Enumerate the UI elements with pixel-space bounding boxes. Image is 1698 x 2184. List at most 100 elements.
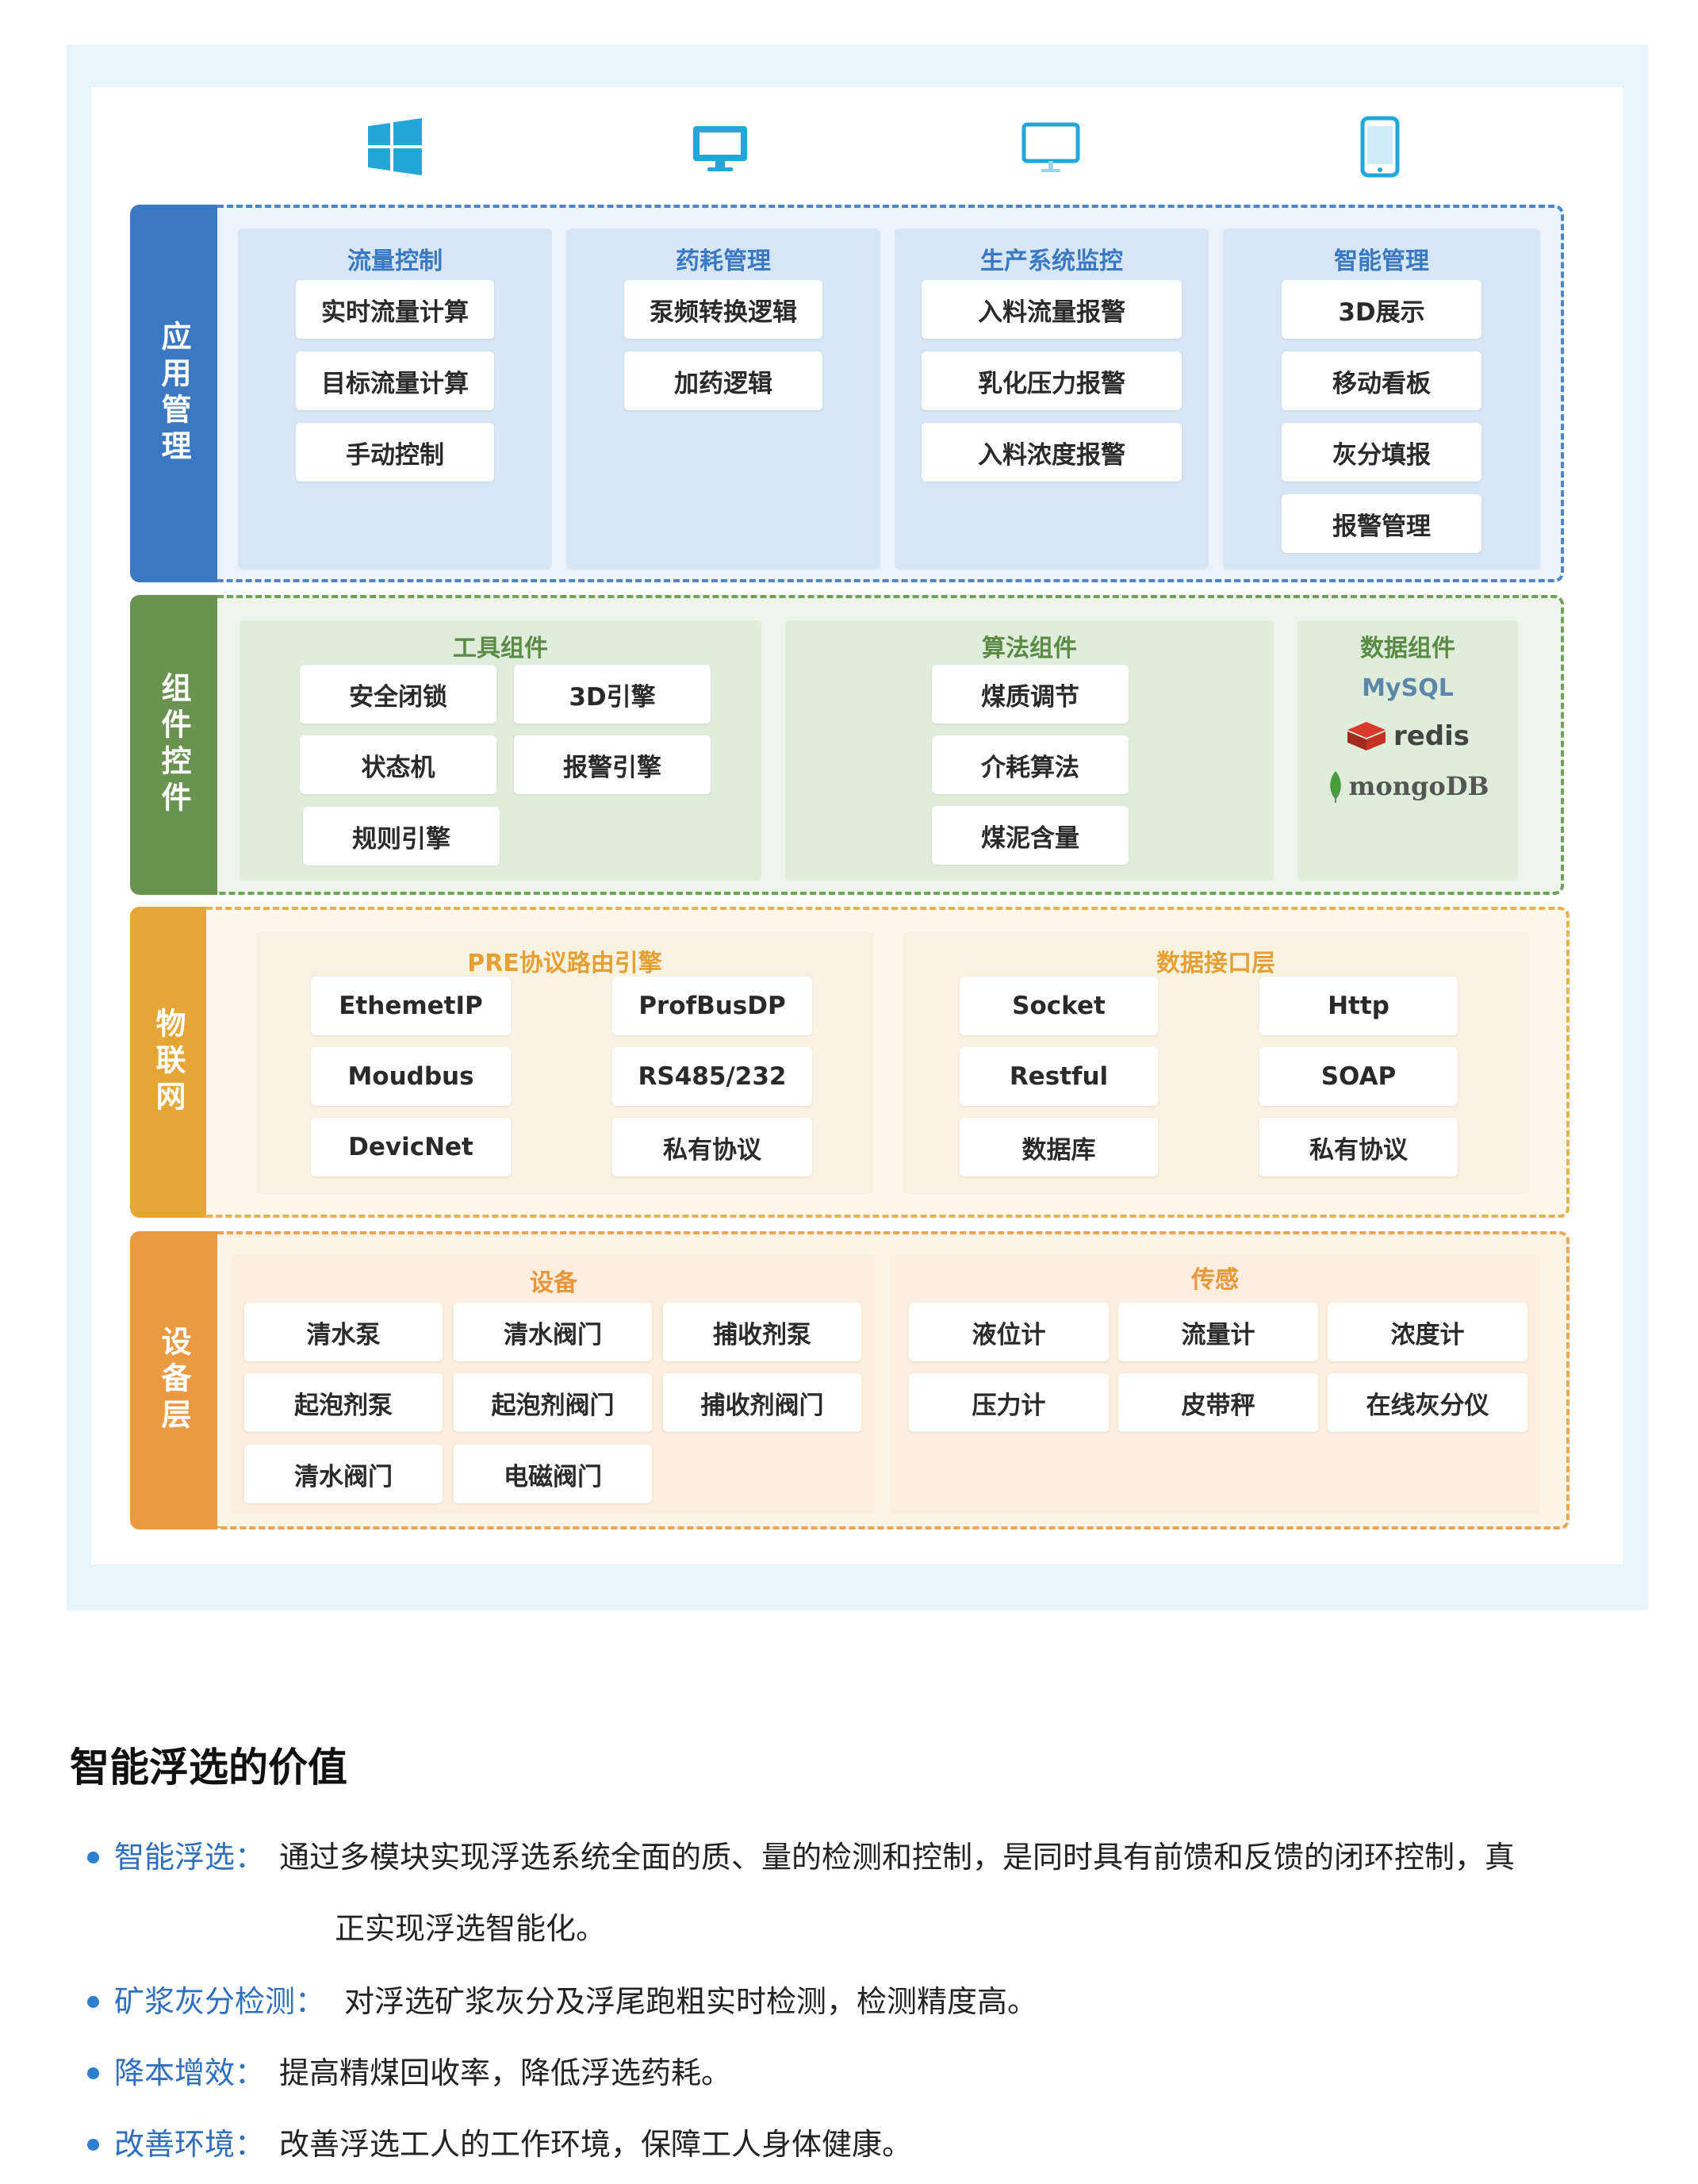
- panel-title: 数据组件: [1360, 635, 1455, 662]
- display-screen-icon: [1019, 115, 1083, 178]
- panel-title: 智能管理: [1334, 248, 1429, 275]
- chip-item: 规则引擎: [303, 807, 500, 866]
- chip-item: 起泡剂阀门: [454, 1373, 652, 1432]
- chip-item: 煤泥含量: [932, 806, 1129, 865]
- chip-item: 液位计: [909, 1303, 1109, 1361]
- redis-logo-text: redis: [1393, 720, 1470, 752]
- chip-item: 私有协议: [1259, 1118, 1458, 1176]
- panel-title: 数据接口层: [1156, 950, 1275, 977]
- layer-label-iot: 物联网: [130, 907, 206, 1218]
- chip-item: 清水泵: [244, 1303, 443, 1361]
- panel-data-interface: 数据接口层 Socket Http Restful SOAP 数据库 私有协议: [903, 932, 1529, 1194]
- bullet-desc: 提高精煤回收率，降低浮选药耗。: [279, 2055, 732, 2090]
- panel-sensors: 传感 液位计 流量计 浓度计 压力计 皮带秤 在线灰分仪: [890, 1255, 1540, 1514]
- layer-application-management: 应用管理 流量控制 实时流量计算 目标流量计算 手动控制 药耗管理 泵频转换逻辑…: [130, 205, 1564, 582]
- bullet-term: 智能浮选：: [114, 1840, 266, 1875]
- section-title: 智能浮选的价值: [70, 1745, 347, 1791]
- panel-title: 工具组件: [453, 635, 548, 662]
- chip-item: 介耗算法: [932, 735, 1129, 794]
- panel-title: 传感: [1191, 1266, 1239, 1294]
- bullet-term: 矿浆灰分检测：: [114, 1984, 326, 2019]
- chip-item: 报警引擎: [514, 735, 711, 794]
- redis-cube-icon: [1347, 722, 1386, 750]
- chip-item: 手动控制: [296, 423, 494, 482]
- chip-item: Http: [1259, 977, 1458, 1035]
- chip-item: 在线灰分仪: [1328, 1373, 1527, 1432]
- panel-title: 设备: [530, 1269, 577, 1297]
- panel-production-monitoring: 生产系统监控 入料流量报警 乳化压力报警 入料浓度报警: [895, 228, 1209, 570]
- chip-item: 目标流量计算: [296, 351, 494, 410]
- layer-label-comp: 组件控件: [130, 595, 217, 895]
- bullet-dot: [87, 2067, 99, 2079]
- panel-data-components: 数据组件 MySQL redis mongoDB: [1297, 620, 1518, 881]
- panel-title: 药耗管理: [676, 248, 771, 275]
- bullet-dot: [87, 1996, 99, 2008]
- chip-item: 移动看板: [1282, 351, 1481, 410]
- chip-item: 3D引擎: [514, 665, 711, 724]
- chip-item: 皮带秤: [1118, 1373, 1318, 1432]
- bullet-desc: 改善浮选工人的工作环境，保障工人身体健康。: [279, 2127, 913, 2162]
- chip-item: 泵频转换逻辑: [624, 280, 822, 339]
- chip-item: 加药逻辑: [624, 351, 822, 410]
- layer-label-dev: 设备层: [130, 1231, 217, 1530]
- chip-item: 流量计: [1118, 1303, 1318, 1361]
- panel-title: PRE协议路由引擎: [467, 950, 662, 977]
- mongodb-leaf-icon: [1329, 771, 1341, 803]
- mysql-logo-text: MySQL: [1362, 674, 1454, 702]
- chip-item: 报警管理: [1282, 494, 1481, 553]
- chip-item: 电磁阀门: [454, 1445, 652, 1503]
- bullet-term: 降本增效：: [114, 2055, 266, 2090]
- chip-item: 灰分填报: [1282, 423, 1481, 482]
- layer-iot: 物联网 PRE协议路由引擎 EthemetIP ProfBusDP Moudbu…: [130, 907, 1570, 1218]
- chip-item: RS485/232: [612, 1047, 812, 1106]
- panel-title: 算法组件: [982, 635, 1077, 662]
- chip-item: 状态机: [300, 735, 496, 794]
- bullet-desc-continued: 正实现浮选智能化。: [335, 1911, 607, 1946]
- chip-item: Moudbus: [311, 1047, 511, 1106]
- bullet-dot: [87, 2139, 99, 2151]
- chip-item: DevicNet: [311, 1118, 511, 1176]
- tablet-icon: [1348, 115, 1412, 178]
- panel-reagent-management: 药耗管理 泵频转换逻辑 加药逻辑: [566, 228, 880, 570]
- mongodb-logo: mongoDB: [1297, 770, 1518, 803]
- windows-icon: [363, 115, 427, 178]
- chip-item: 乳化压力报警: [922, 351, 1182, 410]
- panel-title: 流量控制: [347, 248, 443, 275]
- chip-item: 浓度计: [1328, 1303, 1527, 1361]
- panel-flow-control: 流量控制 实时流量计算 目标流量计算 手动控制: [238, 228, 552, 570]
- chip-item: 3D展示: [1282, 280, 1481, 339]
- chip-item: 压力计: [909, 1373, 1109, 1432]
- panel-algorithm-components: 算法组件 煤质调节 介耗算法 煤泥含量: [785, 620, 1274, 881]
- chip-item: Socket: [960, 977, 1158, 1035]
- chip-item: 煤质调节: [932, 665, 1129, 724]
- bullet-term: 改善环境：: [114, 2127, 266, 2162]
- mongodb-logo-text: mongoDB: [1348, 771, 1489, 801]
- chip-item: ProfBusDP: [612, 977, 812, 1035]
- mysql-logo: MySQL: [1297, 674, 1518, 702]
- chip-item: EthemetIP: [311, 977, 511, 1035]
- layer-devices: 设备层 设备 清水泵 清水阀门 捕收剂泵 起泡剂泵 起泡剂阀门 捕收剂阀门 清水…: [130, 1231, 1570, 1530]
- bullet-desc: 通过多模块实现浮选系统全面的质、量的检测和控制，是同时具有前馈和反馈的闭环控制，…: [279, 1840, 1516, 1875]
- chip-item: 入料流量报警: [922, 280, 1182, 339]
- panel-tool-components: 工具组件 安全闭锁 3D引擎 状态机 报警引擎 规则引擎: [240, 620, 761, 881]
- desktop-monitor-icon: [688, 115, 752, 178]
- redis-logo: redis: [1297, 720, 1518, 752]
- panel-smart-management: 智能管理 3D展示 移动看板 灰分填报 报警管理: [1223, 228, 1540, 570]
- chip-item: 清水阀门: [454, 1303, 652, 1361]
- bullet-dot: [87, 1852, 99, 1864]
- panel-protocol-routing: PRE协议路由引擎 EthemetIP ProfBusDP Moudbus RS…: [255, 932, 874, 1194]
- panel-title: 生产系统监控: [980, 248, 1123, 275]
- chip-item: 捕收剂阀门: [663, 1373, 861, 1432]
- chip-item: 数据库: [960, 1118, 1158, 1176]
- chip-item: 捕收剂泵: [663, 1303, 861, 1361]
- chip-item: SOAP: [1259, 1047, 1458, 1106]
- bullet-desc: 对浮选矿浆灰分及浮尾跑粗实时检测，检测精度高。: [344, 1984, 1038, 2019]
- layer-label-app: 应用管理: [130, 205, 217, 582]
- panel-equipment: 设备 清水泵 清水阀门 捕收剂泵 起泡剂泵 起泡剂阀门 捕收剂阀门 清水阀门 电…: [232, 1255, 876, 1514]
- chip-item: Restful: [960, 1047, 1158, 1106]
- chip-item: 实时流量计算: [296, 280, 494, 339]
- chip-item: 安全闭锁: [300, 665, 496, 724]
- chip-item: 清水阀门: [244, 1445, 443, 1503]
- chip-item: 起泡剂泵: [244, 1373, 443, 1432]
- chip-item: 入料浓度报警: [922, 423, 1182, 482]
